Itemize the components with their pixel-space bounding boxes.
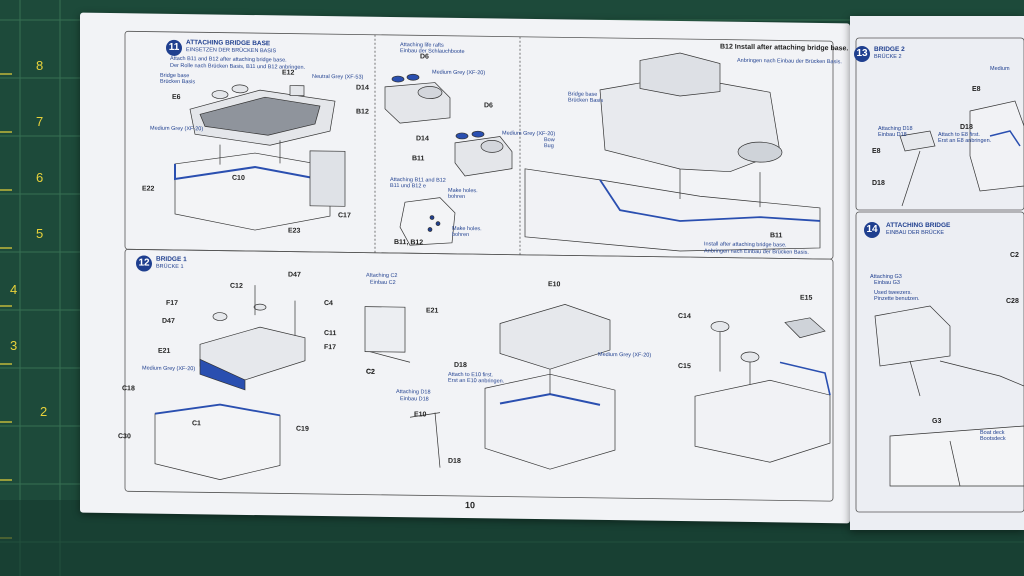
part-label: C10 <box>232 174 245 182</box>
ruler-number: 3 <box>10 338 18 353</box>
ruler-number: 2 <box>40 404 48 419</box>
part-label: C19 <box>296 425 309 433</box>
paint-medium-grey: Medium Grey (XF-20) <box>142 365 196 373</box>
part-label: F17 <box>324 344 337 352</box>
part-label: C4 <box>324 300 333 308</box>
part-label: C2 <box>366 368 375 376</box>
step-title: ATTACHING BRIDGE BASE <box>186 39 271 48</box>
part-label: D47 <box>162 317 175 325</box>
part-label: E8 <box>972 86 981 93</box>
c2-title: Attaching C2 <box>366 272 398 280</box>
step-subtitle: EINSETZEN DER BRÜCKEN BASIS <box>186 47 277 55</box>
part-label: C1 <box>192 420 201 428</box>
step-subtitle: BRÜCKE 1 <box>156 263 184 271</box>
part-label: C17 <box>338 212 351 220</box>
step-number-11: 11 <box>166 39 182 57</box>
part-label: C14 <box>678 312 691 321</box>
part-label: B11 <box>770 232 783 240</box>
g3-title-de: Einbau G3 <box>874 280 900 286</box>
part-label: E6 <box>172 93 181 102</box>
part-label: D18 <box>960 124 973 131</box>
part-label: D14 <box>356 84 369 92</box>
paint-medium-grey: Medium Grey (XF-20) <box>432 69 486 77</box>
part-label: E21 <box>158 347 171 355</box>
part-label: E8 <box>872 148 881 155</box>
bridge-base-label-de: Brücken Basis <box>160 78 196 86</box>
part-label: C30 <box>118 433 131 441</box>
ruler-number: 8 <box>36 58 44 73</box>
boat-deck-label-de: Bootsdeck <box>980 436 1006 442</box>
part-label: C18 <box>122 385 135 393</box>
part-label: D18 <box>448 457 461 465</box>
step-number-12: 12 <box>136 255 152 272</box>
part-label: E10 <box>548 281 561 289</box>
make-holes-label-de: bohren <box>448 193 466 201</box>
part-label: E21 <box>426 307 439 315</box>
ruler-number: 7 <box>36 114 44 129</box>
part-label: C28 <box>1006 298 1019 305</box>
step-title: ATTACHING BRIDGE <box>886 222 951 229</box>
part-label: E22 <box>142 185 155 193</box>
g3-title: Attaching G3 <box>870 274 902 280</box>
d18-title: Attaching D18 <box>396 389 431 396</box>
c2-title-de: Einbau C2 <box>370 279 396 287</box>
ruler-number: 5 <box>36 226 44 241</box>
d18-title-de: Einbau D18 <box>878 132 907 138</box>
part-label: E12 <box>282 69 295 77</box>
part-label: B11 <box>412 155 425 163</box>
boat-deck-label: Boat deck <box>980 430 1005 436</box>
part-label: C11 <box>324 330 337 338</box>
g3-note-de: Pinzette benutzen. <box>874 296 920 302</box>
ruler-number: 4 <box>10 282 18 297</box>
attach-note-de: Erst an E8 anbringen. <box>938 138 992 144</box>
paint-neutral-grey: Neutral Grey (XF-53) <box>312 73 364 81</box>
d18-title: Attaching D18 <box>878 126 913 132</box>
instruction-drawings <box>855 37 1024 513</box>
paint-medium-grey: Medium Grey (XF-20) <box>150 125 204 133</box>
part-label: C2 <box>1010 252 1019 259</box>
attach-note-de: Erst an E10 anbringen. <box>448 377 505 385</box>
step-subtitle: EINBAU DER BRÜCKE <box>886 230 945 236</box>
part-label: F17 <box>166 299 179 307</box>
step-title: BRIDGE 1 <box>156 255 187 264</box>
attach-note: Attach to E8 first. <box>938 132 980 138</box>
step-number-14: 14 <box>864 222 880 238</box>
liferaft-title-de: Einbau der Schlauchboote <box>400 48 465 55</box>
part-label: E10 <box>414 411 427 419</box>
part-label: D18 <box>872 180 885 187</box>
b11-b12-title-de: B11 und B12 e <box>390 182 426 190</box>
d18-title-de: Einbau D18 <box>400 396 429 403</box>
bow-label-de: Bug <box>544 143 554 150</box>
ruler-number: 6 <box>36 170 44 185</box>
instruction-page-right: 13 BRIDGE 2 BRÜCKE 2 Medium E8 Attaching… <box>850 16 1024 530</box>
part-label: B11, B12 <box>394 239 424 247</box>
paint-medium-grey: Medium Grey (XF-20) <box>598 351 652 359</box>
part-label: C12 <box>230 282 243 290</box>
part-label: G3 <box>932 418 942 425</box>
part-label: D47 <box>288 271 301 279</box>
part-label: B12 <box>356 108 369 116</box>
part-label: E23 <box>288 227 301 235</box>
make-holes-label-de: bohren <box>452 231 470 239</box>
g3-note: Used tweezers. <box>874 290 912 296</box>
page-number: 10 <box>465 500 476 511</box>
paint-medium: Medium <box>990 66 1010 72</box>
step-number-13: 13 <box>854 46 870 62</box>
instruction-page-left: 11 ATTACHING BRIDGE BASE EINSETZEN DER B… <box>80 12 850 524</box>
part-label: C15 <box>678 362 691 371</box>
part-label: D18 <box>454 361 467 370</box>
step-subtitle: BRÜCKE 2 <box>874 54 902 60</box>
part-label: D6 <box>484 102 493 110</box>
bridge-base-label-de: Brücken Basis <box>568 97 604 104</box>
part-label: D6 <box>420 53 429 61</box>
install-note: Install after attaching bridge base. <box>704 241 787 249</box>
instruction-drawings <box>124 30 834 502</box>
part-label: D14 <box>416 135 429 143</box>
step-title: BRIDGE 2 <box>874 46 905 53</box>
part-label: E15 <box>800 294 813 302</box>
